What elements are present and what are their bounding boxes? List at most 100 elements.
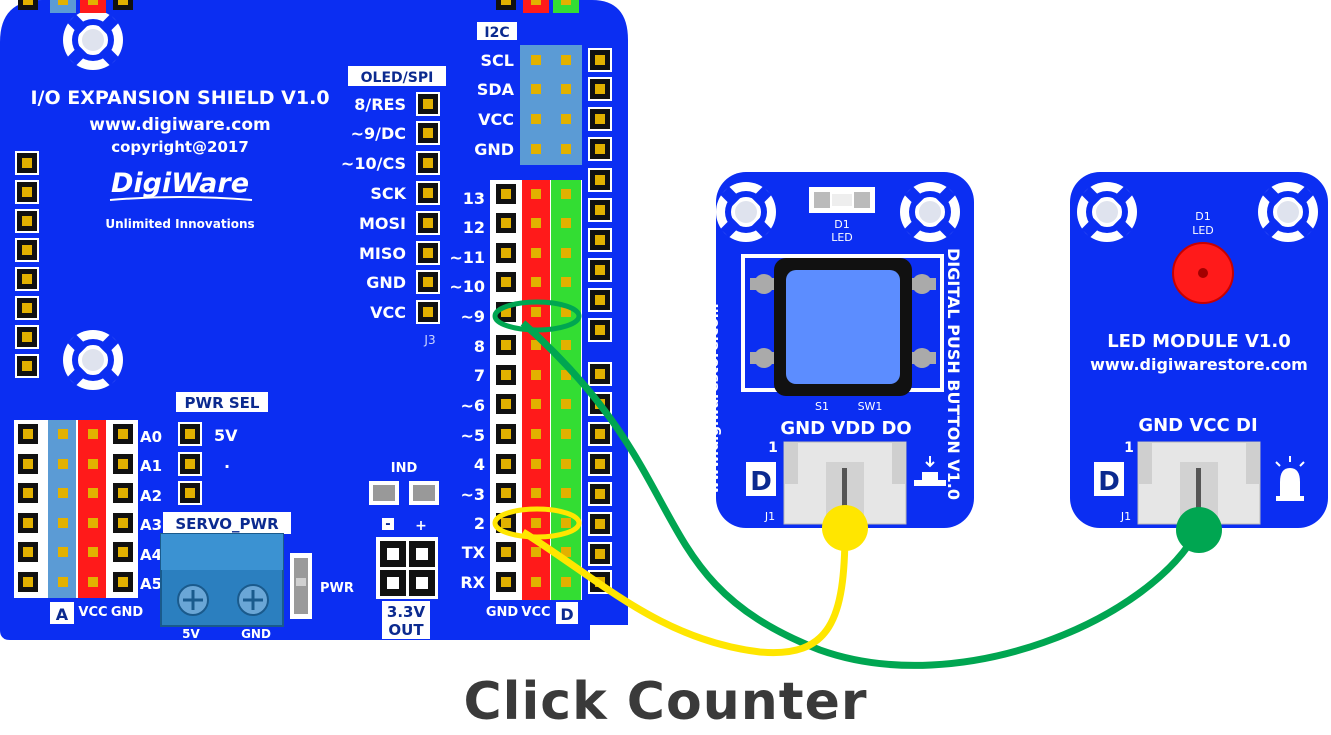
- digital-pin-label: 2: [474, 514, 485, 533]
- button-led-ref: D1: [834, 218, 849, 231]
- button-symbol-icon: [914, 456, 946, 486]
- yellow-wire-end: [822, 505, 868, 551]
- led-d-badge: D: [1098, 467, 1120, 497]
- digital-pin-label: ~10: [449, 277, 485, 296]
- digital-pin-label: 12: [463, 218, 485, 237]
- i2c-pin-label: SCL: [481, 51, 514, 70]
- analog-pin-label: A3: [140, 516, 162, 534]
- digital-pin-label: TX: [462, 543, 486, 562]
- oled-pin-label: MISO: [359, 244, 406, 263]
- button-sw1: SW1: [858, 400, 883, 413]
- red-led-icon: [1172, 242, 1234, 304]
- digital-pin-label: ~6: [460, 396, 485, 415]
- button-s1: S1: [815, 400, 829, 413]
- right-header-pins: [588, 48, 612, 594]
- shield-copyright: copyright@2017: [111, 138, 249, 156]
- led-module-website: www.digiwarestore.com: [1090, 355, 1308, 374]
- yellow-wire: [521, 529, 849, 657]
- out-3v3-voltage: 3.3V: [387, 603, 426, 621]
- button-pins: GND VDD DO: [780, 418, 911, 439]
- button-d-badge: D: [750, 467, 772, 497]
- oled-pin-label: ~10/CS: [341, 154, 406, 173]
- ind-led: [369, 481, 439, 505]
- led-pins: GND VCC DI: [1138, 415, 1257, 436]
- digital-pin-label: 8: [474, 337, 485, 356]
- shield-title: I/O EXPANSION SHIELD V1.0: [30, 87, 329, 109]
- analog-header-pins: [14, 0, 138, 598]
- digital-pin-label: ~9: [460, 307, 485, 326]
- button-pin1: 1: [768, 440, 778, 456]
- pwr-label: PWR: [320, 581, 354, 596]
- digital-pin-label: 13: [463, 189, 485, 208]
- led-module-title: LED MODULE V1.0: [1107, 331, 1291, 352]
- button-website: www.digiwarestore.com: [706, 303, 722, 494]
- servo-5v: 5V: [182, 627, 200, 641]
- oled-pin-label: ~9/DC: [351, 124, 406, 143]
- brand-tagline: Unlimited Innovations: [105, 217, 254, 231]
- analog-pin-label: A1: [140, 457, 162, 475]
- i2c-pin-label: SDA: [477, 80, 515, 99]
- green-wire-end: [1176, 507, 1222, 553]
- digital-pin-label: RX: [460, 573, 485, 592]
- i2c-header: I2C: [484, 25, 509, 41]
- brand-name: DigiWare: [111, 168, 249, 199]
- pwr-sel-pins: [178, 422, 202, 505]
- analog-pin-label: A0: [140, 428, 162, 446]
- button-side-text: DIGITAL PUSH BUTTON V1.0: [944, 248, 963, 500]
- button-j1: J1: [764, 510, 775, 523]
- diagram-caption: Click Counter: [463, 672, 868, 732]
- led-j1: J1: [1120, 510, 1131, 523]
- servo-terminal-block: [160, 533, 284, 627]
- polarity-plus: +: [415, 518, 427, 534]
- pwr-sel-5v: 5V: [214, 426, 238, 445]
- analog-footer-vcc: VCC: [78, 605, 107, 620]
- push-button-switch: [741, 254, 944, 396]
- digital-footer-d: D: [560, 605, 573, 624]
- smd-led-icon: [809, 187, 875, 213]
- analog-footer-gnd: GND: [111, 605, 144, 620]
- pwr-jumper: [290, 553, 312, 619]
- pin9-highlight: [492, 299, 582, 333]
- oled-pin-label: VCC: [370, 303, 406, 322]
- pwr-sel-dot: .: [224, 453, 230, 472]
- oled-pin-label: MOSI: [359, 214, 406, 233]
- button-led-label: LED: [831, 231, 853, 244]
- green-wire: [520, 320, 1202, 669]
- pwr-sel-header: PWR SEL: [185, 394, 260, 412]
- digital-pin-label: ~5: [460, 426, 485, 445]
- led-module: D1 LED LED MODULE V1.0 www.digiwarestore…: [1064, 169, 1331, 528]
- analog-pin-label: A4: [140, 546, 162, 564]
- oled-spi-header: OLED/SPI: [361, 70, 434, 86]
- led-pin1: 1: [1124, 440, 1134, 456]
- oled-pin-label: GND: [366, 273, 406, 292]
- shield-website: www.digiware.com: [89, 115, 271, 135]
- digital-pin-label: 4: [474, 455, 485, 474]
- analog-pin-label: A2: [140, 487, 162, 505]
- digiware-logo: DigiWare Unlimited Innovations: [105, 168, 254, 231]
- digital-footer-vcc: VCC: [521, 605, 550, 620]
- oled-pin-label: 8/RES: [354, 95, 406, 114]
- led-label: LED: [1192, 224, 1214, 237]
- oled-pin-label: SCK: [370, 184, 406, 203]
- digital-footer-gnd: GND: [486, 605, 519, 620]
- io-expansion-shield: I/O EXPANSION SHIELD V1.0 www.digiware.c…: [0, 0, 628, 641]
- output-3v3-pins: [376, 537, 438, 599]
- digital-pin-label: 7: [474, 366, 485, 385]
- servo-gnd: GND: [241, 627, 271, 641]
- wires: [492, 299, 1222, 669]
- out-3v3-label: OUT: [388, 621, 424, 639]
- digital-pin-label: ~3: [460, 485, 485, 504]
- analog-footer-a: A: [56, 605, 69, 624]
- digital-pin-label: ~11: [449, 248, 485, 267]
- i2c-header-pins: [520, 45, 582, 165]
- digital-push-button-module: D1 LED S1 SW1 GND VDD DO DIGITAL PUSH BU…: [703, 169, 974, 528]
- ind-label: IND: [391, 461, 418, 476]
- polarity-minus: -: [385, 517, 390, 532]
- led-connector: [1137, 441, 1261, 525]
- i2c-pin-label: VCC: [478, 110, 514, 129]
- led-ref: D1: [1195, 210, 1210, 223]
- oled-ref: J3: [423, 333, 435, 347]
- led-symbol-icon: [1275, 456, 1305, 501]
- servo-pwr-header: SERVO_PWR: [175, 515, 279, 533]
